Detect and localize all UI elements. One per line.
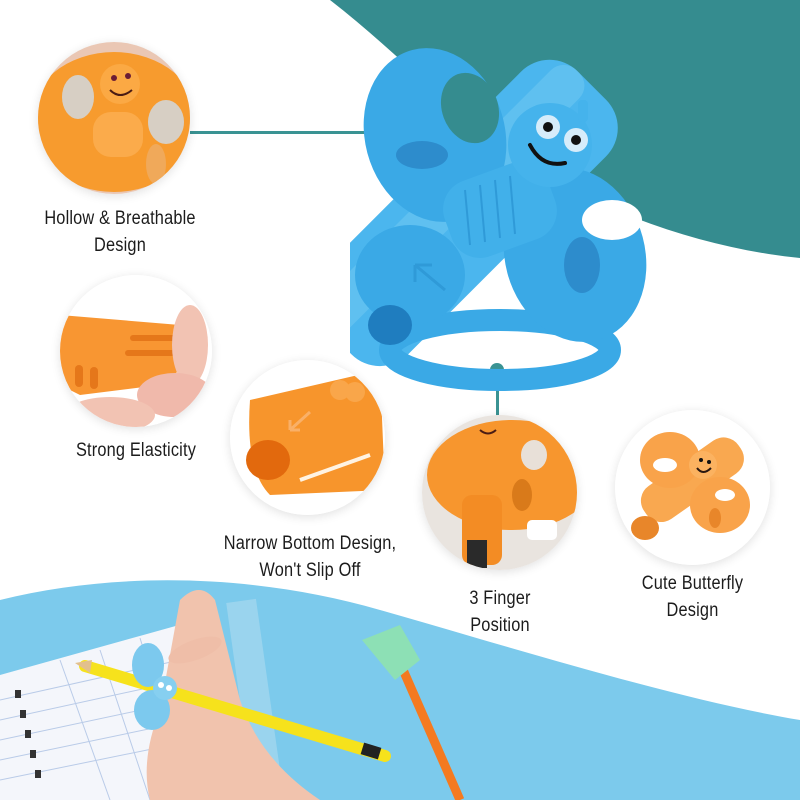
small-blue-butterfly-grip — [132, 643, 177, 730]
writing-scene-image — [0, 590, 465, 800]
child-hand — [146, 590, 320, 800]
feature-label-narrow-bottom: Narrow Bottom Design, Won't Slip Off — [223, 533, 397, 581]
feature-label-elasticity: Strong Elasticity — [75, 440, 197, 461]
feature-image-finger-position — [422, 415, 577, 570]
feature-label-cute-butterfly: Cute Butterfly Design — [641, 573, 744, 621]
feature-label-hollow: Hollow & Breathable Design — [44, 208, 196, 256]
finger-loop — [379, 309, 621, 391]
yellow-pencil — [79, 660, 391, 762]
wing-holes — [368, 72, 642, 345]
connector-line-finger — [496, 370, 499, 450]
arrow-emboss — [413, 263, 446, 292]
feature-label-finger-position: 3 Finger Position — [469, 588, 531, 636]
feature-image-elasticity — [60, 275, 212, 427]
feature-image-hollow — [38, 42, 190, 194]
green-grip-orange-pencil — [362, 625, 465, 800]
feature-image-cute-butterfly — [615, 410, 770, 565]
feature-image-narrow-bottom — [230, 360, 385, 515]
pencil-tip — [75, 660, 92, 673]
hero-butterfly-grip-image — [350, 48, 647, 391]
ruler — [226, 598, 284, 800]
butterfly-body — [443, 100, 592, 258]
connector-line-hollow — [190, 131, 400, 134]
spiral-binding — [15, 690, 41, 778]
